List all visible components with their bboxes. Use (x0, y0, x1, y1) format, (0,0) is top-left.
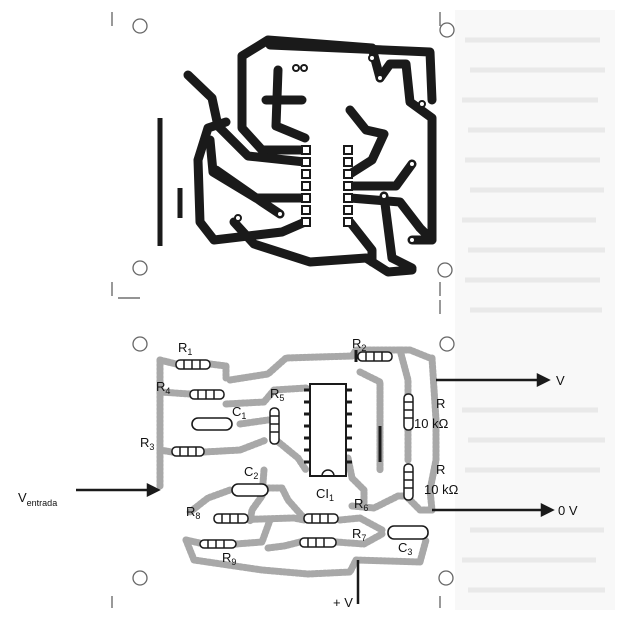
resistor-icon (171, 446, 205, 457)
mounting-hole-icon (132, 570, 148, 586)
capacitors (191, 417, 429, 540)
copper-pads (234, 54, 426, 244)
mounting-hole-icon (439, 336, 455, 352)
capacitor-icon (387, 525, 429, 540)
resistor-icon (403, 463, 414, 501)
connection-arrows (76, 372, 555, 604)
r-top-label: R (436, 396, 445, 411)
r6-label: R6 (354, 496, 368, 513)
r-top-value: 10 kΩ (414, 416, 449, 431)
r7-label: R7 (352, 526, 366, 543)
c2-label: C2 (244, 464, 258, 481)
component-labels: R1 R2 R3 R4 R5 R6 R7 R8 R9 C1 C2 C3 CI1 … (18, 336, 578, 610)
resistors (171, 351, 414, 549)
c1-label: C1 (232, 404, 246, 421)
resistor-icon (189, 389, 225, 400)
mounting-hole-icon (132, 18, 148, 34)
capacitor-icon (231, 483, 269, 497)
r5-label: R5 (270, 386, 284, 403)
copper-layout (111, 12, 455, 296)
mounting-hole-icon (438, 570, 454, 586)
ic-chip-icon (304, 383, 352, 477)
r2-label: R2 (352, 336, 366, 353)
r-bottom-label: R (436, 462, 445, 477)
r-bottom-value: 10 kΩ (424, 482, 459, 497)
copper-strips (157, 118, 183, 246)
resistor-icon (299, 537, 337, 548)
zero-v-label: 0 V (558, 503, 578, 518)
r8-label: R8 (186, 504, 200, 521)
c3-label: C3 (398, 540, 412, 557)
v-label: V (556, 373, 565, 388)
mounting-hole-icon (132, 260, 148, 276)
resistor-icon (213, 513, 249, 524)
ci1-label: CI1 (316, 486, 334, 503)
mounting-hole-icon (439, 22, 455, 38)
resistor-icon (175, 359, 211, 370)
plus-v-label: + V (333, 595, 353, 610)
resistor-icon (403, 393, 414, 431)
r4-label: R4 (156, 379, 170, 396)
jumpers (354, 350, 382, 462)
r3-label: R3 (140, 435, 154, 452)
mounting-hole-icon (437, 262, 453, 278)
copper-traces (183, 35, 437, 277)
resistor-icon (303, 513, 339, 524)
corner-marks (111, 12, 441, 296)
vin-label: Ventrada (18, 490, 57, 508)
background-texture (455, 10, 615, 610)
resistor-icon (199, 539, 237, 549)
r1-label: R1 (178, 340, 192, 357)
r9-label: R9 (222, 550, 236, 567)
corner-marks-bottom (111, 297, 441, 608)
component-layout: R1 R2 R3 R4 R5 R6 R7 R8 R9 C1 C2 C3 CI1 … (18, 297, 578, 610)
resistor-icon (269, 407, 280, 445)
capacitor-icon (191, 417, 233, 431)
resistor-icon (357, 351, 393, 362)
ic-footprint-pads (301, 145, 353, 227)
mounting-hole-icon (132, 336, 148, 352)
